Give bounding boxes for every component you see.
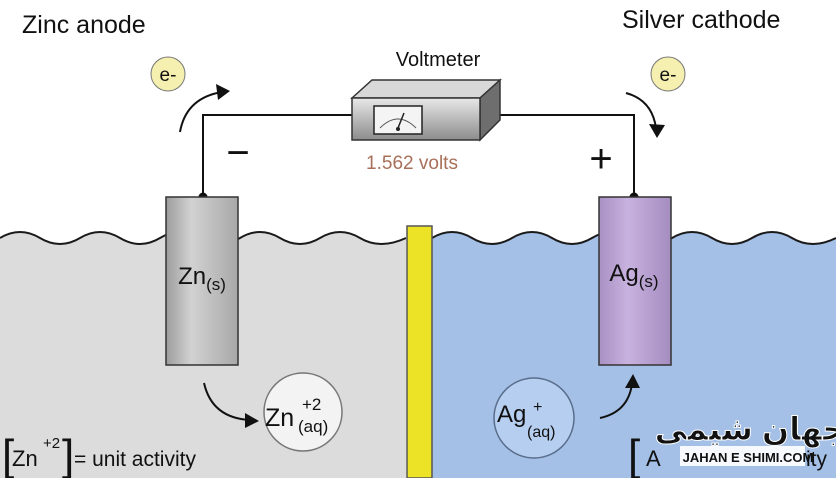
watermark: جهان شیمی JAHAN E SHIMI.COM: [654, 411, 836, 466]
zinc-electrode-state: (s): [206, 275, 226, 294]
silver-electrode-symbol: Ag: [609, 260, 638, 287]
zinc-activity-symbol: Zn: [12, 446, 38, 471]
silver-ion-symbol: Ag: [497, 401, 526, 428]
silver-activity-open-bracket: [: [628, 431, 640, 478]
wire-left: [202, 114, 355, 197]
salt-bridge: [406, 225, 433, 478]
watermark-latin: JAHAN E SHIMI.COM: [683, 450, 814, 465]
zinc-ion-arrowhead: [245, 413, 259, 428]
watermark-persian: جهان شیمی: [655, 411, 836, 448]
silver-electrode-label: Ag(s): [609, 260, 658, 291]
electron-badge-right: [650, 56, 686, 92]
silver-electrode: [598, 196, 672, 366]
silver-activity-tail: ity: [806, 448, 828, 471]
voltmeter-label: Voltmeter: [396, 49, 481, 71]
silver-ion-arrowhead: [625, 374, 640, 388]
electron-label-left: e-: [160, 65, 177, 86]
zinc-ion-charge: +2: [302, 395, 321, 414]
electron-arrowhead-right: [649, 124, 665, 138]
zinc-ion-state: (aq): [298, 417, 328, 436]
silver-electrode-state: (s): [639, 272, 659, 291]
electron-arrow-left: [179, 91, 223, 133]
zinc-electrode: [165, 196, 239, 366]
electron-label-right: e-: [660, 65, 677, 86]
zinc-ion-circle: [263, 372, 343, 452]
wire-right: [480, 114, 635, 197]
silver-ion-arrow: [599, 383, 633, 419]
silver-activity-text: A: [646, 446, 661, 471]
zinc-activity-close-bracket: ]: [62, 431, 74, 478]
voltage-reading: 1.562 volts: [366, 153, 458, 174]
zinc-activity-charge: +2: [43, 435, 60, 452]
zinc-electrode-symbol: Zn: [178, 263, 206, 290]
silver-ion-state: (aq): [527, 424, 555, 441]
minus-terminal: −: [226, 131, 249, 175]
zinc-electrode-label: Zn(s): [178, 263, 226, 294]
electron-badge-left: [150, 56, 186, 92]
silver-cathode-label: Silver cathode: [622, 6, 780, 34]
plus-terminal: +: [589, 137, 612, 181]
silver-ion-charge: +: [533, 399, 542, 416]
zinc-ion-arrow: [203, 382, 251, 421]
electron-arrow-right: [625, 92, 657, 129]
zinc-anode-label: Zinc anode: [22, 11, 146, 39]
zinc-activity-open-bracket: [: [2, 431, 14, 478]
zinc-activity-text: = unit activity: [74, 448, 196, 471]
silver-ion-circle: [493, 377, 575, 459]
zinc-ion-symbol: Zn: [265, 404, 294, 432]
electron-arrowhead-left: [216, 84, 230, 100]
voltmeter: [350, 78, 502, 142]
